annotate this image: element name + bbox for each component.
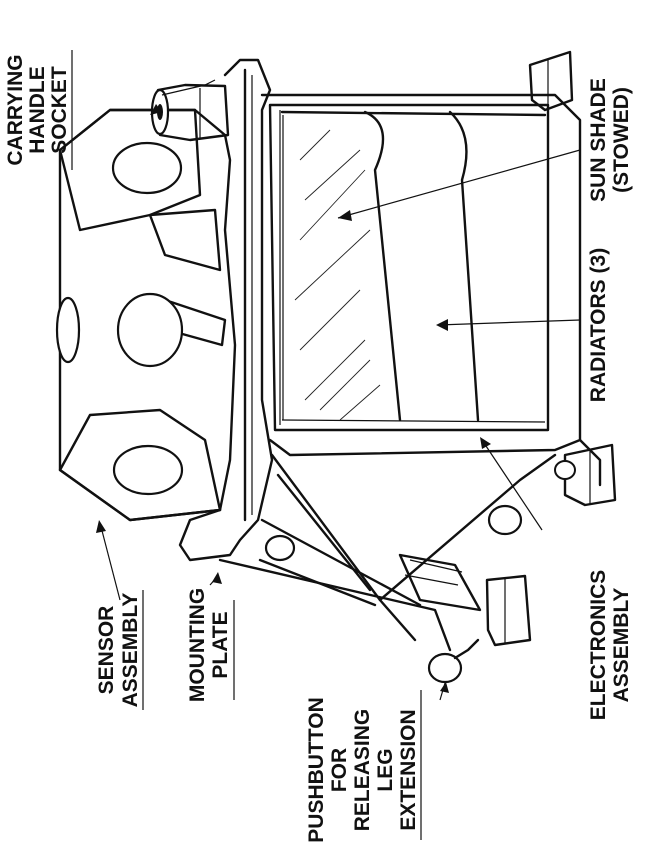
label-sensor: SENSOR — [95, 606, 118, 695]
radiator-frame — [268, 103, 550, 432]
label-electronics-assembly: ASSEMBLY — [610, 588, 633, 703]
label-sun-shade: SUN SHADE — [587, 78, 610, 202]
sensor-aperture-left — [55, 296, 81, 364]
sensor-face-bottom — [58, 408, 222, 522]
leg-joint — [554, 460, 576, 480]
label-releasing: RELEASING — [351, 709, 374, 832]
pushbuttons — [264, 460, 576, 684]
sensor-assembly — [55, 108, 237, 522]
label-extension: EXTENSION — [397, 709, 420, 830]
carrying-handle-socket — [150, 83, 230, 142]
pushbutton-lower — [427, 652, 463, 684]
electronics-box-outline — [260, 93, 582, 457]
sensor-face-top — [58, 108, 202, 232]
legs — [218, 453, 557, 652]
label-handle: HANDLE — [26, 66, 49, 154]
label-for: FOR — [328, 748, 351, 792]
label-pushbutton: PUSHBUTTON — [305, 697, 328, 842]
sensor-aperture-top — [111, 141, 183, 195]
sensor-face-shaded — [148, 208, 222, 272]
mounting-plate — [178, 58, 274, 562]
leader-lines — [96, 79, 581, 701]
pushbutton-left — [264, 534, 296, 562]
pushbutton-upper — [487, 504, 523, 536]
sensor-aperture-center — [116, 292, 184, 368]
foot-bottom-right — [563, 443, 617, 507]
label-electronics: ELECTRONICS — [587, 570, 610, 721]
callout-labels: CARRYING HANDLE SOCKET SUN SHADE (STOWED… — [4, 54, 633, 842]
label-underlines — [71, 50, 422, 840]
foot-bottom-left — [485, 574, 532, 647]
label-leg: LEG — [374, 748, 397, 791]
label-mounting: MOUNTING — [186, 588, 209, 702]
label-plate: PLATE — [209, 611, 232, 678]
label-socket: SOCKET — [48, 66, 71, 154]
foot-pads — [485, 50, 617, 647]
label-radiators: RADIATORS (3) — [587, 248, 610, 402]
label-stowed: (STOWED) — [610, 87, 633, 193]
label-sensor-assembly: ASSEMBLY — [119, 593, 142, 708]
label-carrying: CARRYING — [4, 54, 27, 165]
electronics-assembly — [260, 93, 602, 487]
sensor-aperture-bottom — [112, 444, 184, 496]
foot-top-right — [528, 50, 574, 112]
